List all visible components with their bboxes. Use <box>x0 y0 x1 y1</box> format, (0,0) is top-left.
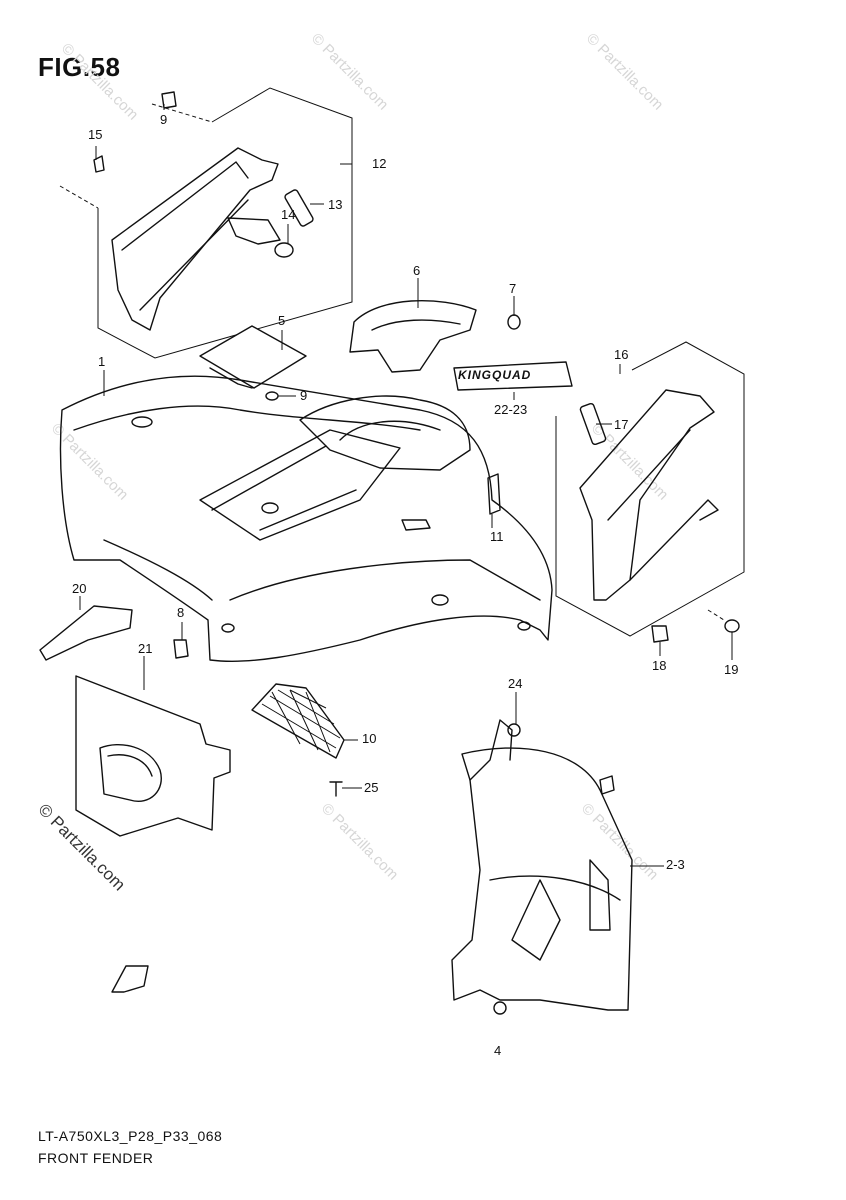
kingquad-decal <box>453 361 573 391</box>
forward-arrow-icon <box>111 965 149 993</box>
callout-9-top[interactable]: 9 <box>160 112 168 127</box>
callout-21[interactable]: 21 <box>138 641 153 656</box>
bracket-part-11 <box>487 473 501 515</box>
callout-22-23[interactable]: 22-23 <box>494 402 528 417</box>
mudguard-part-4 <box>451 719 633 1015</box>
panel-part-21 <box>75 675 231 837</box>
decal-text: KINGQUAD <box>458 368 532 382</box>
clip-part-18 <box>651 625 669 643</box>
callout-19[interactable]: 19 <box>724 662 739 677</box>
bracket-assembly-16 <box>555 341 745 643</box>
nut-9 <box>265 391 279 401</box>
callout-12[interactable]: 12 <box>372 156 387 171</box>
callout-13[interactable]: 13 <box>328 197 343 212</box>
callout-16[interactable]: 16 <box>614 347 629 362</box>
callout-7[interactable]: 7 <box>509 281 517 296</box>
callout-17[interactable]: 17 <box>614 417 629 432</box>
callout-6[interactable]: 6 <box>413 263 421 278</box>
leader-lines <box>79 104 733 867</box>
guard-part-20 <box>39 605 133 661</box>
figure-title: FIG.58 <box>38 52 121 82</box>
callout-5[interactable]: 5 <box>278 313 286 328</box>
cover-part-5 <box>199 325 307 389</box>
screw-part-24 <box>507 723 521 737</box>
callout-8[interactable]: 8 <box>177 605 185 620</box>
callout-15[interactable]: 15 <box>88 127 103 142</box>
bracket-assembly-12 <box>59 87 353 359</box>
callout-11[interactable]: 11 <box>490 529 504 544</box>
callout-18[interactable]: 18 <box>652 658 667 673</box>
screw-part-7 <box>507 314 521 330</box>
callout-4[interactable]: 4 <box>494 1043 502 1058</box>
callout-9-mid[interactable]: 9 <box>300 388 308 403</box>
section-name: FRONT FENDER <box>38 1150 154 1166</box>
callout-2-3[interactable]: 2-3 <box>666 857 685 872</box>
callout-20[interactable]: 20 <box>72 581 87 596</box>
screw-part-19 <box>724 619 740 633</box>
screw-part-8 <box>173 639 189 659</box>
callout-25[interactable]: 25 <box>364 780 379 795</box>
callout-24[interactable]: 24 <box>508 676 523 691</box>
callout-10[interactable]: 10 <box>362 731 377 746</box>
grille-part-10 <box>251 683 345 759</box>
model-code: LT-A750XL3_P28_P33_068 <box>38 1128 223 1144</box>
callout-14[interactable]: 14 <box>281 207 296 222</box>
panel-part-6 <box>349 299 477 373</box>
screw-part-25 <box>329 781 343 797</box>
callout-1[interactable]: 1 <box>98 354 106 369</box>
front-fender-part-1 <box>59 375 553 662</box>
